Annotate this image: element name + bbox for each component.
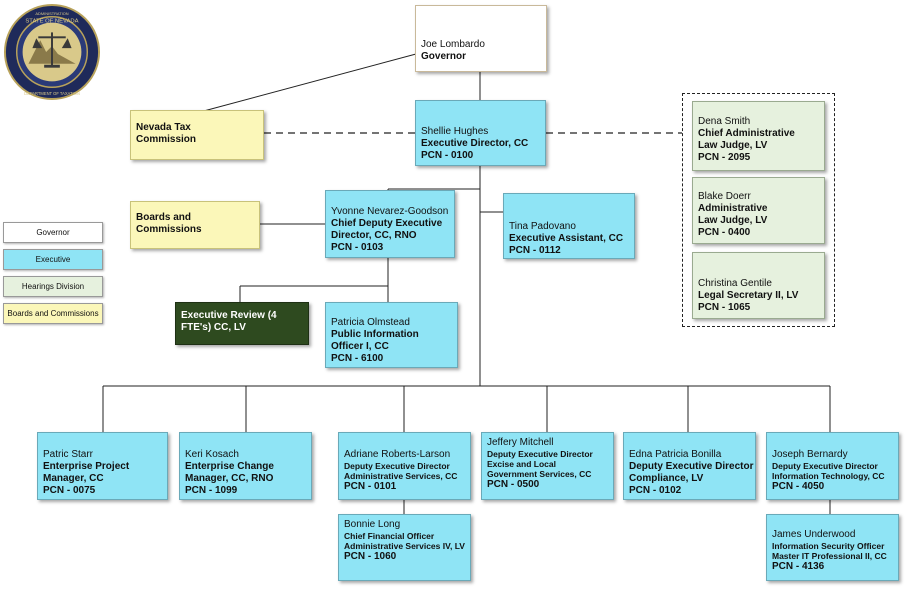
- nevada-taxation-seal: ADMINISTRATION STATE OF NEVADA DEPARTMEN…: [3, 3, 101, 101]
- hearings-box-3: Christina Gentile Legal Secretary II, LV…: [692, 252, 825, 319]
- hearings-box-1: Dena Smith Chief Administrative Law Judg…: [692, 101, 825, 171]
- person-name: Yvonne Nevarez-Goodson: [331, 206, 449, 217]
- person-pcn: PCN - 4050: [772, 481, 825, 492]
- seal-text-mid: STATE OF NEVADA: [25, 19, 78, 25]
- executive-director-box: Shellie Hughes Executive Director, CC PC…: [415, 100, 546, 166]
- exec-assistant-box: Tina Padovano Executive Assistant, CC PC…: [503, 193, 635, 259]
- chief-deputy-box: Yvonne Nevarez-Goodson Chief Deputy Exec…: [325, 190, 455, 258]
- person-title: Deputy Executive Director Information Te…: [772, 461, 885, 481]
- person-title: Public Information Officer I, CC: [331, 329, 419, 352]
- person-title: Executive Director, CC: [421, 138, 529, 149]
- person-name: Jeffery Mitchell: [487, 437, 554, 448]
- bottom-box-6: Joseph Bernardy Deputy Executive Directo…: [766, 432, 899, 500]
- boards-box: Boards and Commissions: [130, 201, 260, 249]
- person-name: Blake Doerr: [698, 191, 751, 202]
- person-name: Patric Starr: [43, 449, 94, 460]
- governor-name: Joe Lombardo: [421, 39, 485, 50]
- person-title: Executive Assistant, CC: [509, 233, 624, 244]
- pio-box: Patricia Olmstead Public Information Off…: [325, 302, 458, 368]
- person-pcn: PCN - 0075: [43, 485, 96, 496]
- hearings-division-group: [682, 93, 835, 327]
- person-name: Christina Gentile: [698, 278, 772, 289]
- person-pcn: PCN - 6100: [331, 353, 384, 364]
- person-title: Deputy Executive Director Excise and Loc…: [487, 449, 593, 479]
- bottom-box-3: Adriane Roberts-Larson Deputy Executive …: [338, 432, 471, 500]
- bottom-box-5: Edna Patricia Bonilla Deputy Executive D…: [623, 432, 756, 500]
- person-pcn: PCN - 0102: [629, 485, 682, 496]
- person-title: Information Security Officer Master IT P…: [772, 541, 887, 561]
- hearings-box-2: Blake Doerr Administrative Law Judge, LV…: [692, 177, 825, 244]
- person-title: Legal Secretary II, LV: [698, 290, 799, 301]
- tax-commission-title: Nevada Tax Commission: [136, 122, 197, 145]
- person-name: Edna Patricia Bonilla: [629, 449, 722, 460]
- person-name: Keri Kosach: [185, 449, 239, 460]
- bottom-box-1: Patric Starr Enterprise Project Manager,…: [37, 432, 168, 500]
- person-name: Bonnie Long: [344, 519, 401, 530]
- governor-box: Joe Lombardo Governor: [415, 5, 547, 72]
- person-pcn: PCN - 0500: [487, 479, 540, 490]
- person-pcn: PCN - 1060: [344, 551, 397, 562]
- person-name: Dena Smith: [698, 116, 751, 127]
- person-name: Shellie Hughes: [421, 126, 489, 137]
- person-title: Chief Financial Officer Administrative S…: [344, 531, 465, 551]
- tax-commission-box: Nevada Tax Commission: [130, 110, 264, 160]
- iso-box: James Underwood Information Security Off…: [766, 514, 899, 581]
- person-pcn: PCN - 0103: [331, 242, 384, 253]
- person-title: Chief Administrative Law Judge, LV: [698, 128, 795, 151]
- seal-text-top: ADMINISTRATION: [35, 11, 68, 16]
- person-name: Tina Padovano: [509, 221, 576, 232]
- person-pcn: PCN - 1065: [698, 302, 751, 313]
- person-title: Administrative Law Judge, LV: [698, 203, 768, 226]
- person-title: Deputy Executive Director Compliance, LV: [629, 461, 754, 484]
- legend-label: Boards and Commissions: [7, 309, 99, 318]
- legend-governor: Governor: [3, 222, 103, 243]
- bottom-box-2: Keri Kosach Enterprise Change Manager, C…: [179, 432, 312, 500]
- legend-label: Governor: [36, 228, 70, 237]
- person-pcn: PCN - 4136: [772, 561, 825, 572]
- bottom-box-4: Jeffery Mitchell Deputy Executive Direct…: [481, 432, 614, 500]
- person-pcn: PCN - 0100: [421, 150, 474, 161]
- person-title: Enterprise Change Manager, CC, RNO: [185, 461, 274, 484]
- person-title: Chief Deputy Executive Director, CC, RNO: [331, 218, 443, 241]
- seal-text-bottom: DEPARTMENT OF TAXATION: [24, 91, 80, 96]
- exec-review-box: Executive Review (4 FTE's) CC, LV: [175, 302, 309, 345]
- person-pcn: PCN - 1099: [185, 485, 238, 496]
- boards-title: Boards and Commissions: [136, 212, 202, 235]
- legend-label: Hearings Division: [21, 282, 85, 291]
- person-title: Deputy Executive Director Administrative…: [344, 461, 458, 481]
- person-pcn: PCN - 0101: [344, 481, 397, 492]
- person-name: Patricia Olmstead: [331, 317, 410, 328]
- person-title: Enterprise Project Manager, CC: [43, 461, 130, 484]
- legend-executive: Executive: [3, 249, 103, 270]
- exec-review-title: Executive Review (4 FTE's) CC, LV: [181, 310, 277, 333]
- person-name: James Underwood: [772, 529, 856, 540]
- legend-boards: Boards and Commissions: [3, 303, 103, 324]
- governor-title: Governor: [421, 51, 467, 62]
- cfo-box: Bonnie Long Chief Financial Officer Admi…: [338, 514, 471, 581]
- person-pcn: PCN - 2095: [698, 152, 751, 163]
- person-pcn: PCN - 0400: [698, 227, 751, 238]
- legend-hearings: Hearings Division: [3, 276, 103, 297]
- legend-label: Executive: [35, 255, 71, 264]
- person-name: Adriane Roberts-Larson: [344, 449, 451, 460]
- person-pcn: PCN - 0112: [509, 245, 561, 256]
- person-name: Joseph Bernardy: [772, 449, 848, 460]
